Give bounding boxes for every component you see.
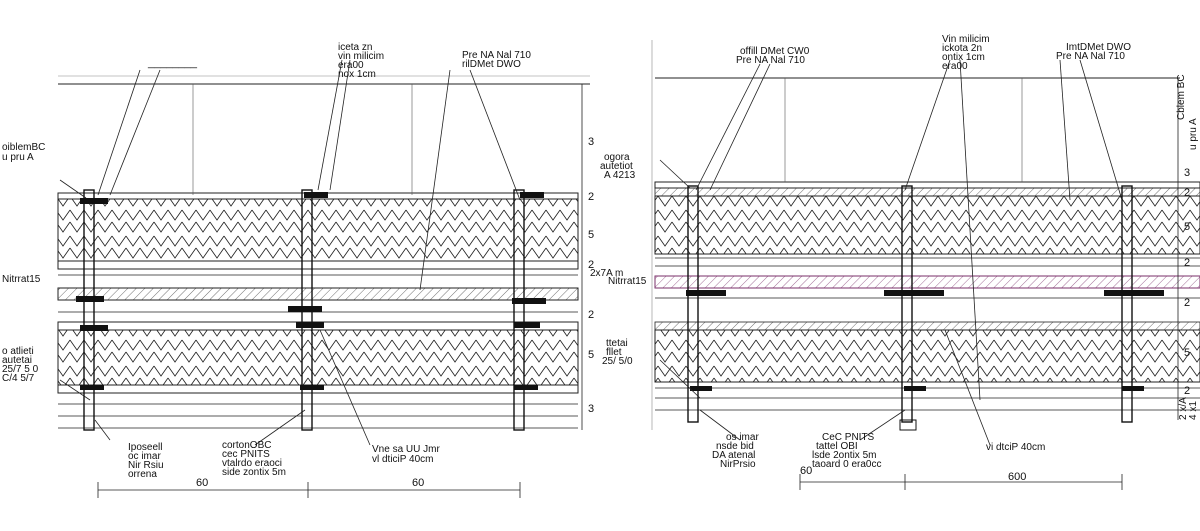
right-side-callout-1: ogora autetiot A 4213 bbox=[600, 152, 636, 181]
left-top-callout-2: iceta zn vin milicim era00 nox 1cm bbox=[338, 42, 387, 80]
right-right-dim-5: 2 bbox=[1184, 297, 1190, 309]
right-membrane-layer bbox=[654, 275, 1200, 289]
left-stud-2 bbox=[288, 189, 328, 431]
right-bottom-callout-1: os imar nsde bid DA atenal NirPrsio bbox=[712, 432, 762, 470]
left-bottom-dim-1: 60 bbox=[196, 477, 208, 489]
left-membrane-layer bbox=[57, 287, 579, 301]
right-top-callout-1: offill DMet CW0 Pre NA Nal 710 bbox=[736, 46, 812, 66]
left-bottom-insulation bbox=[57, 329, 579, 386]
left-right-note: 2x7A m bbox=[590, 268, 623, 279]
right-top-callout-3: ImtDMet DWO Pre NA Nal 710 bbox=[1056, 42, 1134, 62]
left-right-dim-5: 2 bbox=[588, 309, 594, 321]
right-bottom-dim-1: 60 bbox=[800, 465, 812, 477]
left-top-callout-3: Pre NA Nal 710 rilDMet DWO bbox=[462, 50, 534, 70]
left-side-callout-1: oiblemBC u pru A bbox=[2, 142, 48, 163]
left-right-dim-6: 5 bbox=[588, 349, 594, 361]
left-top-insulation bbox=[57, 198, 579, 262]
right-bottom-dim-2: 600 bbox=[1008, 471, 1026, 483]
left-top-callout-1: ________ bbox=[147, 57, 198, 69]
right-stud-2 bbox=[884, 185, 944, 431]
left-right-dim-4: 2 bbox=[588, 259, 594, 271]
left-bottom-callout-3: Vne sa UU Jmr vl dticiP 40cm bbox=[372, 444, 443, 465]
left-bottom-callout-2: cortonOBC cec PNITS vtalrdo eraoci side … bbox=[222, 440, 286, 478]
right-side-label-3: 2 x/A bbox=[1178, 397, 1189, 420]
right-right-dim-1: 3 bbox=[1184, 167, 1190, 179]
right-right-dim-6: 5 bbox=[1184, 347, 1190, 359]
right-side-callout-2: Nitrrat15 bbox=[608, 276, 647, 287]
right-stud-1 bbox=[686, 185, 726, 423]
right-side-label-2: u pru A bbox=[1188, 118, 1199, 150]
right-top-insulation bbox=[654, 195, 1200, 255]
right-side-callout-3: ttetai fllet 25/ 5/0 bbox=[602, 338, 633, 367]
right-right-dim-4: 2 bbox=[1184, 257, 1190, 269]
right-bottom-callout-3: vi dtciP 40cm bbox=[986, 442, 1045, 453]
left-stud-1 bbox=[76, 189, 108, 431]
left-right-dim-2: 2 bbox=[588, 191, 594, 203]
left-section: ________ iceta zn vin milicim era00 nox … bbox=[2, 42, 623, 498]
left-side-callout-2: Nitrrat15 bbox=[2, 274, 41, 285]
right-bottom-callout-2: CeC PNITS tattel OBI lsde 2ontix 5m taoa… bbox=[812, 432, 882, 470]
right-right-dim-2: 2 bbox=[1184, 187, 1190, 199]
right-stud-3 bbox=[1104, 185, 1164, 423]
right-section: offill DMet CW0 Pre NA Nal 710 Vin milic… bbox=[600, 34, 1200, 490]
left-right-dim-7: 3 bbox=[588, 403, 594, 415]
left-right-dim-3: 5 bbox=[588, 229, 594, 241]
left-bottom-callout-1: Iposeell oc imar Nir Rsiu orrena bbox=[128, 442, 166, 480]
right-right-dim-3: 5 bbox=[1184, 221, 1190, 233]
right-side-label-1: Cblem BC bbox=[1176, 74, 1187, 120]
right-side-label-4: 4 x1 bbox=[1188, 401, 1199, 420]
right-top-callout-2: Vin milicim ickota 2n ontix 1cm era00 bbox=[942, 34, 992, 72]
right-right-dim-7: 2 bbox=[1184, 385, 1190, 397]
left-right-dim-1: 3 bbox=[588, 136, 594, 148]
right-bottom-insulation bbox=[654, 329, 1200, 383]
left-stud-3 bbox=[512, 189, 546, 431]
left-side-callout-3: o atlieti autetai 25/7 5 0 C/4 5/7 bbox=[2, 346, 41, 384]
left-bottom-dim-2: 60 bbox=[412, 477, 424, 489]
